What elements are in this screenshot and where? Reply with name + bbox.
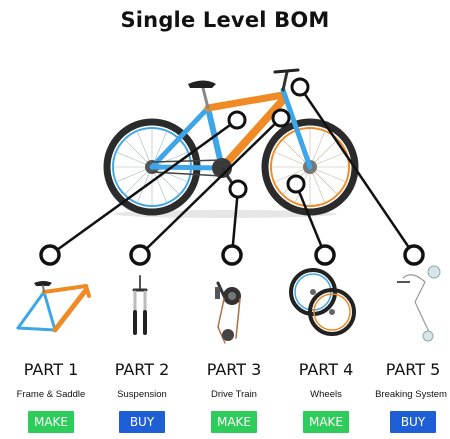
part-4-make-button[interactable]: MAKE [303, 411, 349, 433]
callout-frame [227, 110, 247, 130]
part-4-label: PART 4 [298, 360, 354, 379]
page-title: Single Level BOM [120, 8, 330, 32]
part-callout-5 [403, 244, 425, 266]
callout-drivetrain [228, 179, 248, 199]
part-1-description: Frame & Saddle [16, 389, 86, 400]
part-2-buy-button[interactable]: BUY [119, 411, 165, 433]
part-callout-2 [129, 244, 151, 266]
part-5-buy-button[interactable]: BUY [390, 411, 436, 433]
part-3-label: PART 3 [206, 360, 262, 379]
connector-part-4 [294, 183, 327, 256]
part-1-label: PART 1 [23, 360, 79, 379]
part-2-description: Suspension [117, 389, 167, 400]
connector-part-3 [230, 188, 240, 256]
part-2-label: PART 2 [114, 360, 170, 379]
connector-part-1 [49, 118, 238, 257]
wheels-icon [289, 268, 356, 336]
callout-suspension [271, 108, 291, 128]
part-4-description: Wheels [310, 389, 342, 400]
connector-lines [49, 86, 416, 257]
bike-frame [149, 68, 313, 172]
callout-wheels [286, 174, 306, 194]
brake-system-icon [397, 265, 441, 342]
suspension-fork-icon [132, 275, 148, 335]
part-callout-1 [39, 244, 61, 266]
part-1-make-button[interactable]: MAKE [28, 411, 74, 433]
part-callouts [39, 244, 425, 266]
callout-brakes [290, 77, 310, 97]
bike-callouts [227, 77, 310, 199]
frame-icon [16, 281, 91, 333]
part-5-label: PART 5 [385, 360, 441, 379]
part-callout-4 [314, 244, 336, 266]
part-5-description: Breaking System [375, 389, 447, 400]
part-callout-3 [221, 244, 243, 266]
part-3-make-button[interactable]: MAKE [211, 411, 257, 433]
connector-part-2 [139, 117, 282, 256]
connector-part-5 [298, 86, 416, 256]
drive-train-icon [215, 281, 241, 344]
part-3-description: Drive Train [211, 389, 257, 400]
